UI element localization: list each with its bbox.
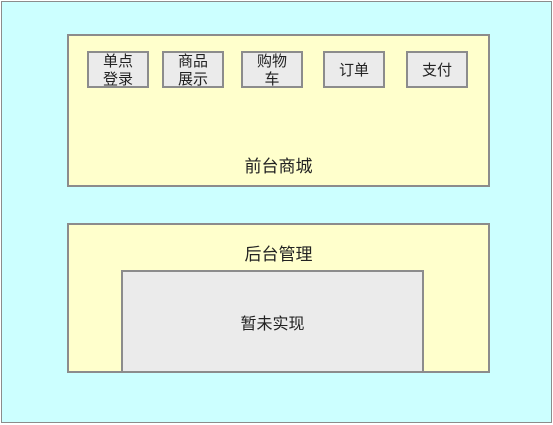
module-label-line1: 单点 [102,51,133,70]
module-label-line2: 展示 [177,69,208,88]
back-office-title: 后台管理 [244,245,313,265]
module-label-line1: 商品 [177,51,208,70]
back-office-panel: 后台管理 暂未实现 [67,223,490,373]
module-label-line2: 车 [264,69,280,88]
module-label-line1: 购物 [256,51,287,70]
module-label-line1: 支付 [421,60,452,79]
module-label-line1: 订单 [338,60,369,79]
front-store-panel: 单点 登录 商品 展示 购物 车 订单 支付 前台商城 [67,34,490,187]
module-order: 订单 [323,51,385,88]
module-single-sign-on: 单点 登录 [87,51,149,88]
module-product-display: 商品 展示 [162,51,224,88]
module-payment: 支付 [406,51,468,88]
module-shopping-cart: 购物 车 [241,51,303,88]
not-implemented-box: 暂未实现 [121,270,424,373]
front-store-title: 前台商城 [244,157,313,177]
module-label-line2: 登录 [102,69,133,88]
not-implemented-label: 暂未实现 [240,313,305,333]
